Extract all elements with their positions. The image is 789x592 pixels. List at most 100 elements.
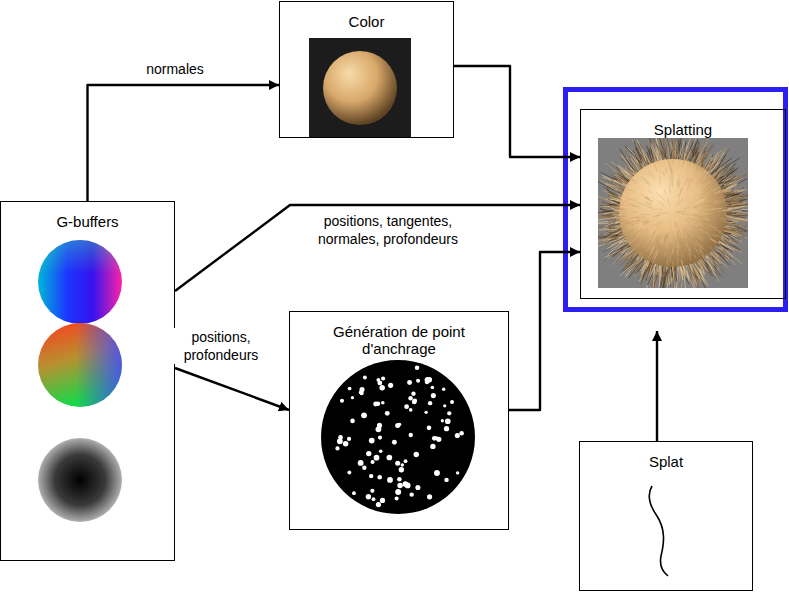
hair	[698, 223, 702, 225]
hair	[632, 211, 638, 212]
hair	[717, 210, 727, 211]
hair	[671, 170, 672, 178]
hair	[677, 245, 678, 255]
hair	[639, 212, 644, 213]
hair	[720, 168, 737, 182]
hair	[673, 242, 674, 246]
hair	[649, 159, 653, 167]
anchor-point	[412, 400, 417, 405]
anchor-point	[436, 437, 441, 442]
hair	[730, 221, 739, 223]
hair	[669, 253, 671, 263]
hair	[616, 199, 621, 200]
hair	[664, 252, 666, 256]
hair	[672, 261, 673, 269]
hair	[673, 222, 675, 231]
anchor-point	[409, 492, 413, 496]
anchor-point	[366, 494, 371, 499]
arrow-connector	[656, 331, 658, 441]
hair	[718, 164, 733, 177]
hair	[704, 233, 709, 236]
hair	[664, 189, 666, 194]
anchor-point	[379, 449, 383, 453]
hair	[733, 210, 742, 212]
anchor-point	[392, 440, 397, 445]
hair	[698, 172, 702, 178]
hair	[598, 206, 620, 208]
hair	[705, 171, 709, 176]
hair	[661, 216, 668, 220]
anchor-point	[361, 412, 367, 418]
hair	[626, 230, 634, 234]
anchor-point	[401, 463, 404, 466]
anchor-point	[360, 387, 365, 392]
hair	[716, 242, 721, 245]
hair	[626, 241, 631, 244]
hair	[644, 196, 652, 201]
hair	[706, 252, 712, 260]
hair	[674, 158, 675, 166]
hair	[694, 141, 699, 161]
anchor-point	[444, 478, 448, 482]
hair	[725, 203, 746, 204]
normal-sphere	[38, 240, 122, 324]
hair	[695, 247, 697, 250]
hair	[613, 206, 619, 208]
anchor-point	[427, 494, 432, 499]
hair	[724, 227, 743, 235]
hair	[664, 241, 666, 247]
hair	[709, 246, 716, 252]
anchor-point	[369, 474, 373, 478]
hair	[667, 258, 669, 264]
anchor-point	[428, 401, 432, 405]
hair	[718, 219, 724, 221]
anchor-point	[441, 419, 444, 422]
hair	[722, 209, 729, 210]
hair	[659, 249, 661, 255]
hair	[670, 235, 672, 243]
hair	[699, 244, 704, 250]
hair	[606, 184, 626, 189]
hair	[659, 209, 664, 210]
hair	[646, 202, 652, 204]
hair	[690, 236, 696, 243]
hair	[677, 155, 678, 159]
hair	[678, 169, 679, 178]
hair	[657, 210, 664, 211]
hair	[727, 224, 735, 226]
hair	[625, 182, 630, 185]
hair	[663, 222, 666, 225]
hair	[684, 262, 686, 272]
hair	[613, 198, 621, 200]
hair	[667, 244, 669, 248]
hair	[617, 165, 631, 174]
shaded-sphere	[323, 51, 397, 125]
anchor-point	[370, 489, 374, 493]
anchor-point	[442, 387, 446, 391]
hair	[697, 262, 699, 266]
hair	[638, 203, 648, 206]
fur-body	[619, 159, 727, 267]
hair	[684, 207, 689, 209]
anchor-point	[427, 377, 432, 382]
hair	[620, 192, 626, 194]
hair	[608, 192, 618, 197]
hair	[710, 150, 722, 167]
hair	[620, 221, 628, 223]
hair	[686, 232, 690, 238]
hair	[664, 235, 666, 242]
hair	[727, 229, 736, 232]
hair	[639, 172, 642, 176]
anchor-point	[395, 497, 399, 501]
hair	[688, 253, 691, 261]
hair	[669, 267, 670, 286]
anchor-point	[376, 401, 381, 406]
hair	[643, 221, 651, 224]
hair	[699, 240, 703, 244]
hair	[731, 208, 748, 212]
hair	[618, 207, 628, 208]
anchor-point	[347, 437, 351, 441]
anchor-point	[366, 451, 371, 456]
